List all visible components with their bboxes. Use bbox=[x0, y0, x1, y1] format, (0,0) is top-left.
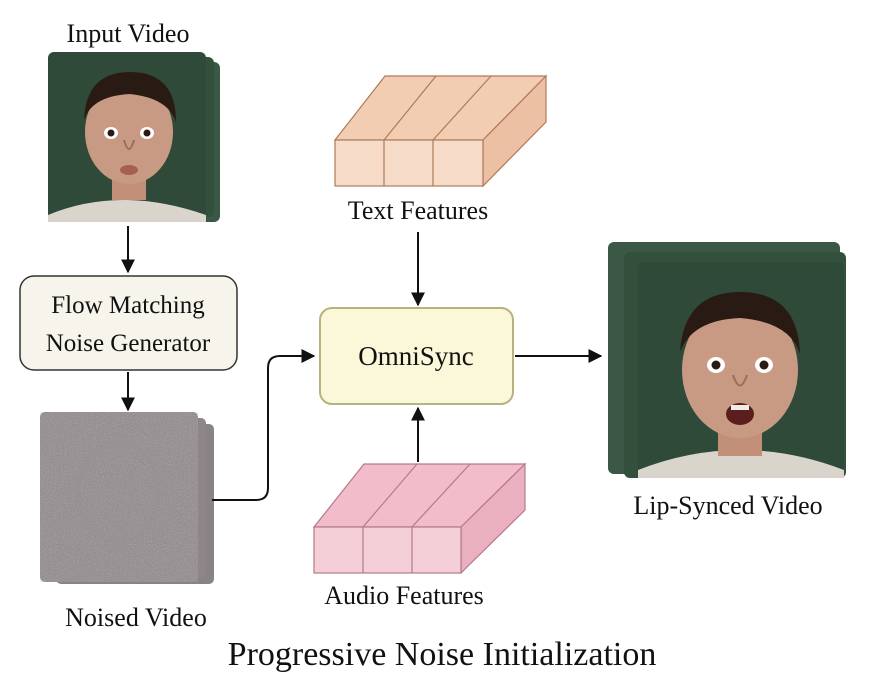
arrow-noised-to-omnisync bbox=[212, 349, 316, 501]
lip-synced-video-stack bbox=[608, 242, 846, 478]
input-face-image bbox=[48, 72, 206, 222]
flow-matching-box bbox=[19, 275, 238, 371]
noised-video-label: Noised Video bbox=[65, 603, 207, 632]
lip-synced-video-label: Lip-Synced Video bbox=[633, 491, 822, 520]
audio-features-label: Audio Features bbox=[324, 581, 484, 610]
lip-synced-face-image bbox=[638, 292, 844, 478]
flow-matching-label-line1: Flow Matching bbox=[51, 292, 205, 319]
diagram-caption: Progressive Noise Initialization bbox=[228, 636, 657, 673]
omnisync-box bbox=[319, 307, 514, 405]
text-features-block bbox=[333, 74, 548, 188]
input-video-stack bbox=[48, 52, 220, 222]
text-features-label: Text Features bbox=[348, 196, 488, 225]
audio-features-block bbox=[312, 462, 527, 575]
noised-face-ghost bbox=[76, 440, 160, 544]
noised-video-stack bbox=[40, 412, 214, 584]
input-video-label: Input Video bbox=[67, 19, 190, 48]
flow-matching-label-line2: Noise Generator bbox=[46, 330, 211, 357]
omnisync-label: OmniSync bbox=[358, 341, 474, 371]
